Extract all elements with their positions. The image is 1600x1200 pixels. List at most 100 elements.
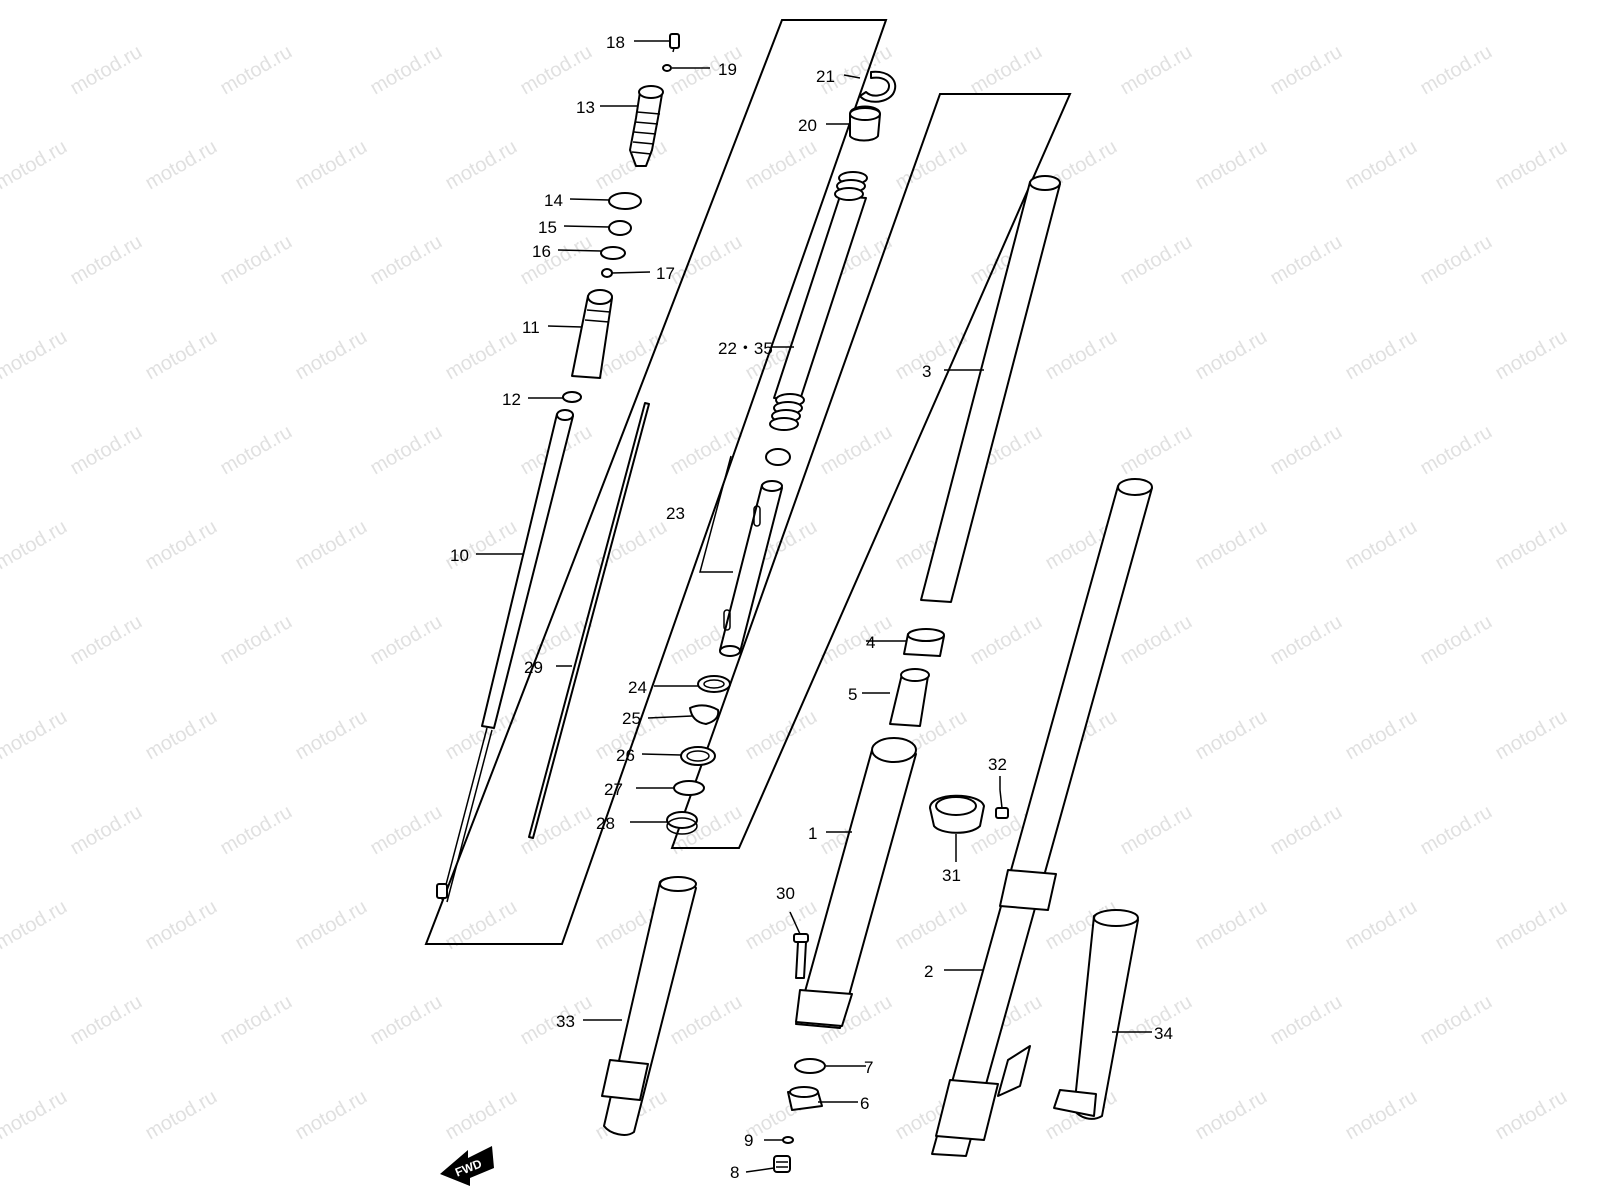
callout-9: 9: [744, 1131, 753, 1150]
watermark-layer: motod.ru motod.ru motod.ru motod.ru motod.ru…: [0, 41, 1571, 1145]
watermark-text: motod.ru: [367, 41, 446, 100]
callout-17: 17: [656, 264, 675, 283]
watermark-text: motod.ru: [817, 421, 896, 480]
part-15-ring: [608, 220, 632, 236]
watermark-text: motod.ru: [0, 136, 71, 195]
watermark-text: motod.ru: [217, 41, 296, 100]
watermark-text: motod.ru: [1117, 41, 1196, 100]
part-9-washer: [782, 1136, 794, 1144]
part-23-spacer: [719, 480, 783, 657]
part-22-35-spring: [769, 171, 868, 431]
part-18-bolt: [669, 33, 680, 53]
watermark-text: motod.ru: [217, 991, 296, 1050]
watermark-text: motod.ru: [1267, 611, 1346, 670]
callout-28: 28: [596, 814, 615, 833]
callout-12: 12: [502, 390, 521, 409]
watermark-text: motod.ru: [517, 41, 596, 100]
part-6-nut: [787, 1086, 823, 1111]
callout-5: 5: [848, 685, 857, 704]
watermark-text: motod.ru: [1117, 801, 1196, 860]
watermark-text: motod.ru: [1342, 326, 1421, 385]
watermark-text: motod.ru: [1117, 231, 1196, 290]
watermark-text: motod.ru: [142, 516, 221, 575]
watermark-text: motod.ru: [817, 611, 896, 670]
callout-32: 32: [988, 755, 1007, 774]
part-29-rod: [528, 402, 650, 839]
callout-13: 13: [576, 98, 595, 117]
watermark-text: motod.ru: [442, 326, 521, 385]
cartridge-assembly-frame: [670, 93, 1072, 849]
part-34-fork-guard: [1053, 909, 1139, 1120]
watermark-text: motod.ru: [367, 231, 446, 290]
part-25-washer: [689, 704, 720, 725]
watermark-text: motod.ru: [1267, 421, 1346, 480]
callout-10: 10: [450, 546, 469, 565]
part-3-outer-tube: [920, 175, 1061, 603]
watermark-text: motod.ru: [1342, 136, 1421, 195]
watermark-text: motod.ru: [142, 706, 221, 765]
callout-3: 3: [922, 362, 931, 381]
watermark-text: motod.ru: [1192, 1086, 1271, 1145]
part-23-washer: [765, 448, 791, 466]
callout-7: 7: [864, 1058, 873, 1077]
part-4-bushing: [903, 628, 945, 657]
watermark-text: motod.ru: [1267, 991, 1346, 1050]
watermark-text: motod.ru: [1342, 516, 1421, 575]
callout-29: 29: [524, 658, 543, 677]
callout-1: 1: [808, 824, 817, 843]
watermark-text: motod.ru: [892, 136, 971, 195]
callout-34: 34: [1154, 1024, 1173, 1043]
watermark-text: motod.ru: [142, 1086, 221, 1145]
callout-21: 21: [816, 67, 835, 86]
watermark-text: motod.ru: [517, 231, 596, 290]
part-31-clamp: [929, 794, 985, 834]
part-26-seal: [680, 746, 716, 766]
watermark-text: motod.ru: [1192, 326, 1271, 385]
watermark-text: motod.ru: [292, 326, 371, 385]
callout-23: 23: [666, 504, 685, 523]
part-27-ring: [673, 780, 705, 796]
watermark-text: motod.ru: [1492, 1086, 1571, 1145]
watermark-text: motod.ru: [517, 801, 596, 860]
watermark-text: motod.ru: [67, 611, 146, 670]
part-28-bushing: [666, 811, 698, 835]
watermark-text: motod.ru: [1267, 231, 1346, 290]
part-5-bushing: [889, 668, 930, 727]
callout-26: 26: [616, 746, 635, 765]
watermark-text: motod.ru: [367, 991, 446, 1050]
inner-assembly-frame: [424, 19, 888, 945]
watermark-text: motod.ru: [1492, 706, 1571, 765]
watermark-text: motod.ru: [1417, 41, 1496, 100]
watermark-text: motod.ru: [142, 326, 221, 385]
watermark-text: motod.ru: [442, 896, 521, 955]
callout-30: 30: [776, 884, 795, 903]
callout-labels: 18 19 13 14 15 16 17 11 12 10 29 21 20 2…: [450, 33, 1173, 1182]
watermark-text: motod.ru: [1192, 896, 1271, 955]
watermark-text: motod.ru: [0, 1086, 71, 1145]
watermark-text: motod.ru: [1267, 41, 1346, 100]
watermark-text: motod.ru: [67, 231, 146, 290]
watermark-text: motod.ru: [442, 136, 521, 195]
watermark-text: motod.ru: [1192, 136, 1271, 195]
watermark-text: motod.ru: [892, 896, 971, 955]
part-23-bracket: [699, 455, 733, 573]
callout-16: 16: [532, 242, 551, 261]
watermark-text: motod.ru: [217, 611, 296, 670]
part-10-damper-rod: [436, 409, 574, 903]
part-20-cap: [849, 105, 881, 142]
callout-22-35: 22・35: [718, 339, 773, 358]
part-30-bolt: [793, 933, 809, 979]
callout-4: 4: [866, 633, 875, 652]
watermark-text: motod.ru: [292, 516, 371, 575]
watermark-text: motod.ru: [67, 421, 146, 480]
watermark-text: motod.ru: [1417, 801, 1496, 860]
watermark-text: motod.ru: [367, 801, 446, 860]
watermark-text: motod.ru: [217, 231, 296, 290]
part-21-circlip: [859, 70, 897, 103]
part-14-ring: [608, 192, 642, 210]
watermark-text: motod.ru: [1417, 991, 1496, 1050]
part-7-o-ring: [794, 1058, 826, 1074]
watermark-text: motod.ru: [142, 136, 221, 195]
watermark-text: motod.ru: [967, 611, 1046, 670]
